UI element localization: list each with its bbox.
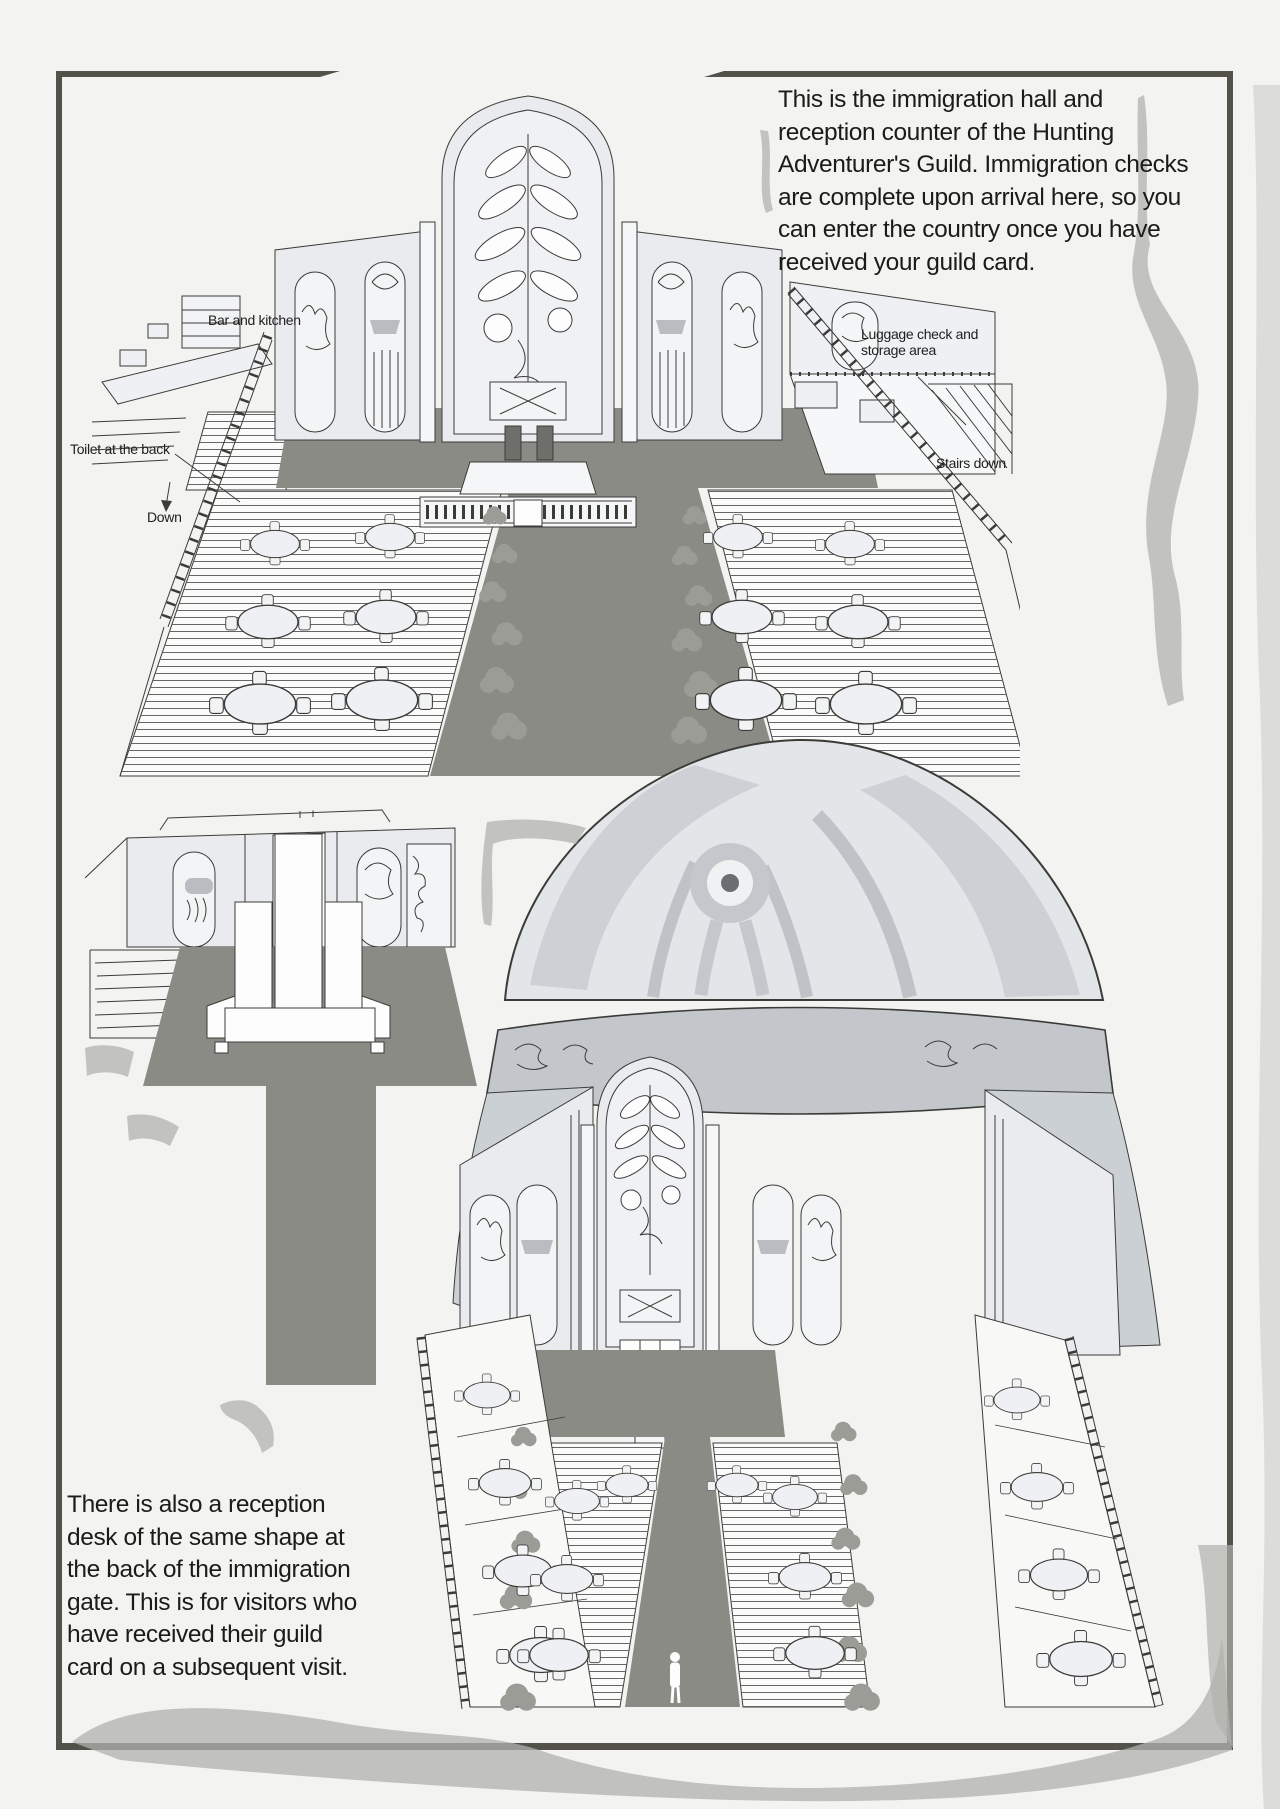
frame-top-left-segment bbox=[56, 71, 340, 77]
side-stairs bbox=[89, 949, 186, 1039]
caption-line: card on a subsequent visit. bbox=[67, 1653, 348, 1681]
reception-counter bbox=[206, 833, 391, 1054]
caption-line: desk of the same shape at bbox=[67, 1523, 345, 1551]
leaf-ornament bbox=[474, 134, 582, 391]
label-down: Down bbox=[147, 509, 182, 525]
right-railing bbox=[787, 286, 1020, 611]
frame-bottom-edge bbox=[56, 1743, 1233, 1750]
immigration-gate-dome-illustration bbox=[416, 738, 1164, 1711]
label-luggage-line2: storage area bbox=[861, 342, 937, 359]
label-stairs-down: Stairs down bbox=[936, 455, 1006, 471]
dome bbox=[503, 738, 1105, 1001]
label-bar-and-kitchen: Bar and kitchen bbox=[208, 312, 301, 328]
inner-arch-walls bbox=[459, 1086, 1121, 1356]
caption-line: This is the immigration hall and bbox=[778, 86, 1103, 113]
caption-line: Adventurer's Guild. Immigration checks bbox=[778, 151, 1189, 178]
annotation-marks bbox=[161, 373, 967, 512]
right-arch-wall bbox=[621, 229, 783, 441]
counter-balustrade bbox=[419, 496, 637, 528]
caption-top-right: This is the immigration hall and recepti… bbox=[778, 84, 1189, 279]
perspective-guide-line bbox=[159, 809, 391, 831]
caption-line: There is also a reception bbox=[67, 1491, 326, 1518]
left-arch-wall bbox=[274, 229, 436, 441]
torn-page-right-edge bbox=[1253, 85, 1280, 1809]
label-toilet-at-back: Toilet at the back bbox=[70, 441, 170, 457]
caption-line: received your guild card. bbox=[778, 248, 1035, 276]
frame-left-edge bbox=[56, 72, 62, 1749]
caption-line: the back of the immigration bbox=[67, 1556, 351, 1583]
reception-gate-altar bbox=[419, 95, 638, 528]
bar-kitchen-structure bbox=[91, 295, 273, 465]
reception-desk-rear-view-illustration bbox=[85, 809, 477, 1385]
caption-line: gate. This is for visitors who bbox=[67, 1588, 357, 1616]
label-luggage-check: Luggage check and storage area bbox=[861, 326, 978, 358]
left-railing bbox=[119, 331, 273, 777]
label-luggage-line1: Luggage check and bbox=[861, 326, 979, 342]
caption-line: can enter the country once you have bbox=[778, 216, 1161, 243]
caption-line: reception counter of the Hunting bbox=[778, 118, 1114, 146]
caption-line: are complete upon arrival here, so you bbox=[778, 183, 1181, 211]
luggage-area-structure bbox=[789, 281, 1013, 475]
frame-top-right-segment bbox=[704, 71, 1233, 77]
dome-circle-ornament bbox=[690, 843, 770, 997]
frame-right-edge bbox=[1227, 72, 1233, 1749]
gate-leaf-ornament bbox=[613, 1085, 687, 1275]
caption-bottom-left: There is also a reception desk of the sa… bbox=[67, 1489, 357, 1684]
torn-shadow-swoosh bbox=[220, 1400, 274, 1453]
immigration-hall-overview-illustration bbox=[91, 95, 1020, 777]
caption-line: have received their guild bbox=[67, 1621, 323, 1648]
